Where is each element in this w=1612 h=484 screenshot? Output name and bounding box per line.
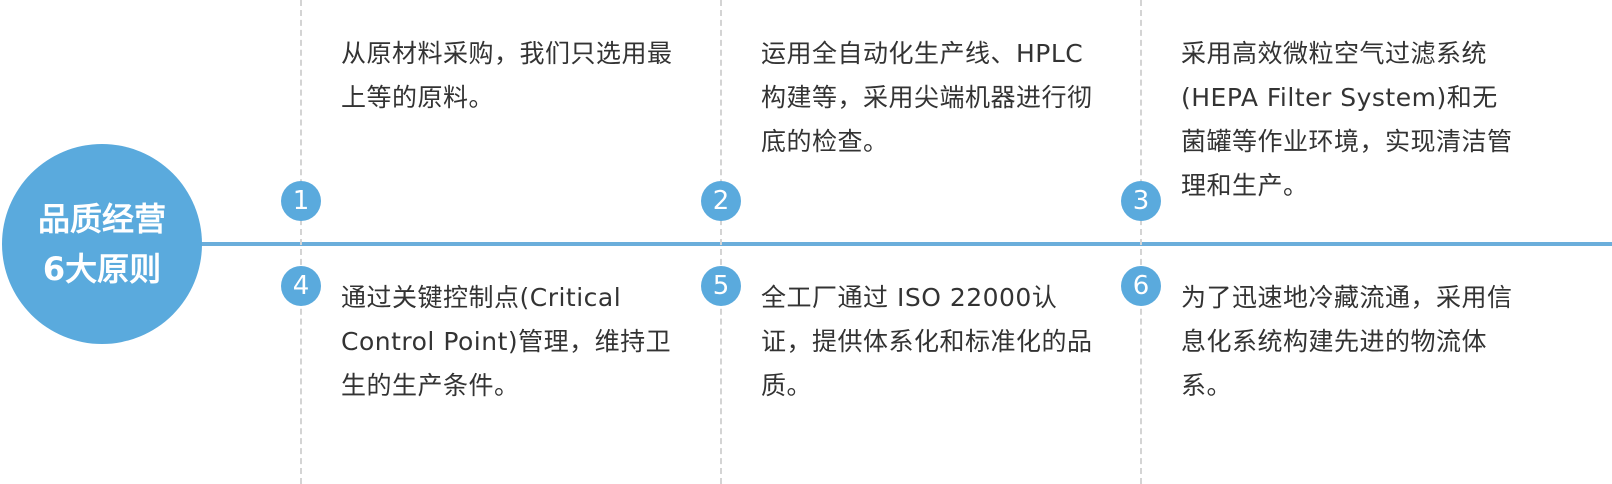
timeline-line bbox=[190, 242, 1612, 246]
principle-number-6: 6 bbox=[1121, 266, 1161, 306]
principle-number-5: 5 bbox=[701, 266, 741, 306]
principle-number-3: 3 bbox=[1121, 181, 1161, 221]
principle-text-4: 通过关键控制点(Critical Control Point)管理，维持卫生的生… bbox=[341, 283, 672, 400]
principle-number-4: 4 bbox=[281, 266, 321, 306]
badge-subtitle: 6大原则 bbox=[42, 250, 162, 288]
principle-number-2: 2 bbox=[701, 181, 741, 221]
badge-title: 品质经营 bbox=[37, 200, 166, 238]
principle-number-1: 1 bbox=[281, 181, 321, 221]
principle-text-5: 全工厂通过 ISO 22000认证，提供体系化和标准化的品质。 bbox=[761, 283, 1093, 400]
principles-badge: 品质经营 6大原则 bbox=[2, 144, 202, 344]
principle-text-1: 从原材料采购，我们只选用最上等的原料。 bbox=[341, 39, 673, 112]
column-divider-1 bbox=[300, 0, 302, 484]
column-divider-3 bbox=[1140, 0, 1142, 484]
principle-text-6: 为了迅速地冷藏流通，采用信息化系统构建先进的物流体系。 bbox=[1181, 283, 1513, 400]
principle-text-3: 采用高效微粒空气过滤系统(HEPA Filter System)和无菌罐等作业环… bbox=[1181, 39, 1513, 200]
principle-text-2: 运用全自动化生产线、HPLC构建等，采用尖端机器进行彻底的检查。 bbox=[761, 39, 1093, 156]
column-divider-2 bbox=[720, 0, 722, 484]
